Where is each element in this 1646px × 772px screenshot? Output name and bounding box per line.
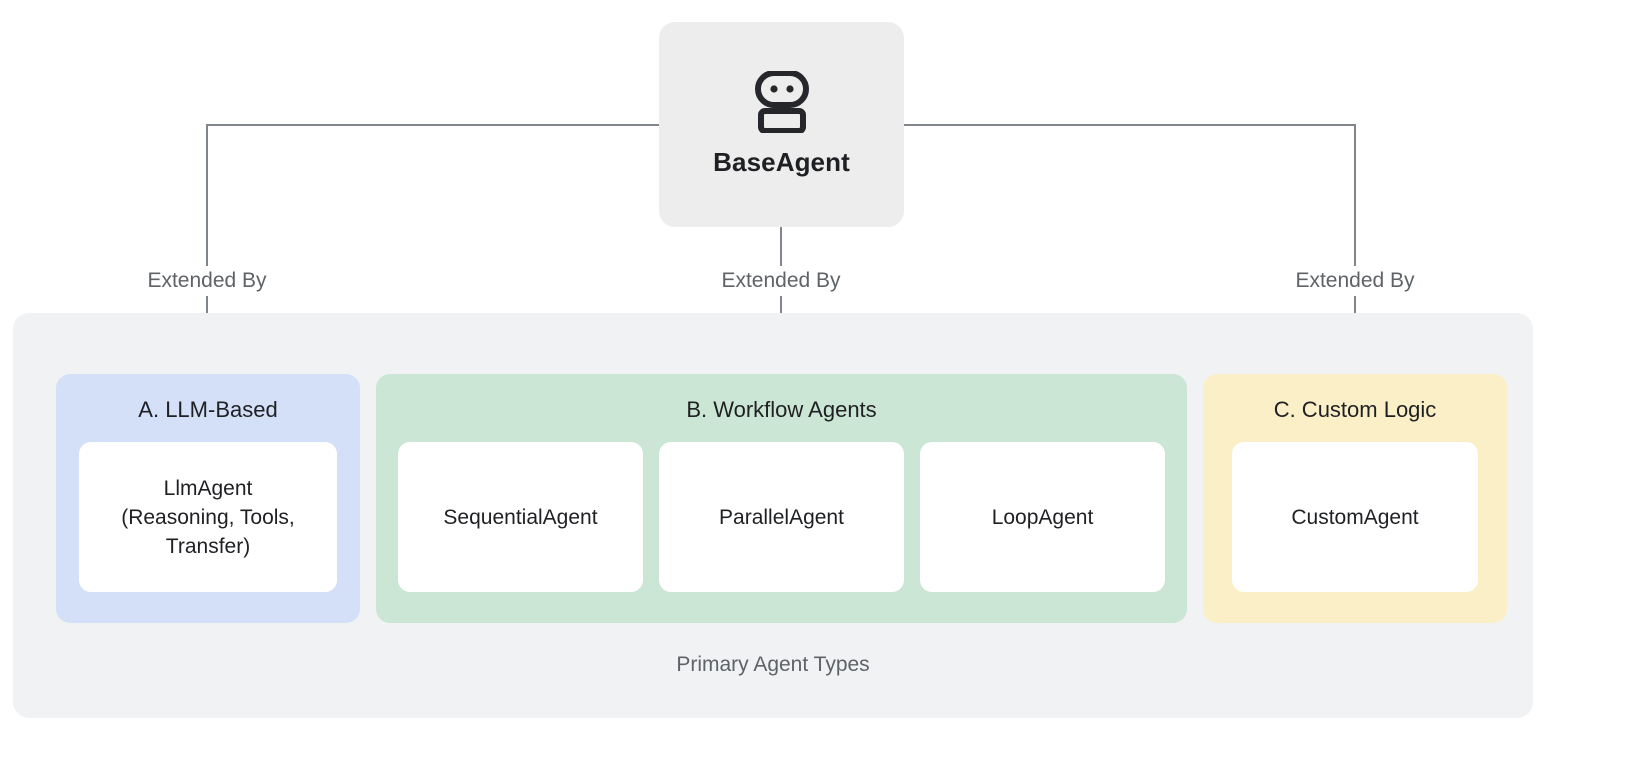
group-custom-logic[interactable]: C. Custom Logic CustomAgent (1203, 374, 1507, 623)
card-custom-agent[interactable]: CustomAgent (1232, 442, 1478, 592)
edge-label-middle: Extended By (712, 266, 850, 296)
group-custom-logic-title: C. Custom Logic (1273, 397, 1437, 422)
robot-icon (754, 71, 809, 133)
card-llm-agent[interactable]: LlmAgent(Reasoning, Tools,Transfer) (79, 442, 337, 592)
group-llm-based-cards: LlmAgent(Reasoning, Tools,Transfer) (56, 442, 360, 614)
group-workflow-agents-cards: SequentialAgent ParallelAgent LoopAgent (376, 442, 1187, 614)
group-workflow-agents-title: B. Workflow Agents (686, 397, 877, 422)
edge-label-left: Extended By (138, 266, 276, 296)
primary-agent-types-caption: Primary Agent Types (676, 653, 870, 676)
node-base-agent-label: BaseAgent (713, 147, 850, 177)
card-sequential-agent[interactable]: SequentialAgent (398, 442, 643, 592)
group-llm-based-title: A. LLM-Based (138, 397, 278, 422)
card-loop-agent[interactable]: LoopAgent (920, 442, 1165, 592)
card-parallel-agent[interactable]: ParallelAgent (659, 442, 904, 592)
group-custom-logic-cards: CustomAgent (1203, 442, 1507, 614)
edge-label-right: Extended By (1286, 266, 1424, 296)
group-llm-based[interactable]: A. LLM-Based LlmAgent(Reasoning, Tools,T… (56, 374, 360, 623)
group-workflow-agents[interactable]: B. Workflow Agents SequentialAgent Paral… (376, 374, 1187, 623)
node-base-agent[interactable]: BaseAgent (659, 22, 904, 227)
